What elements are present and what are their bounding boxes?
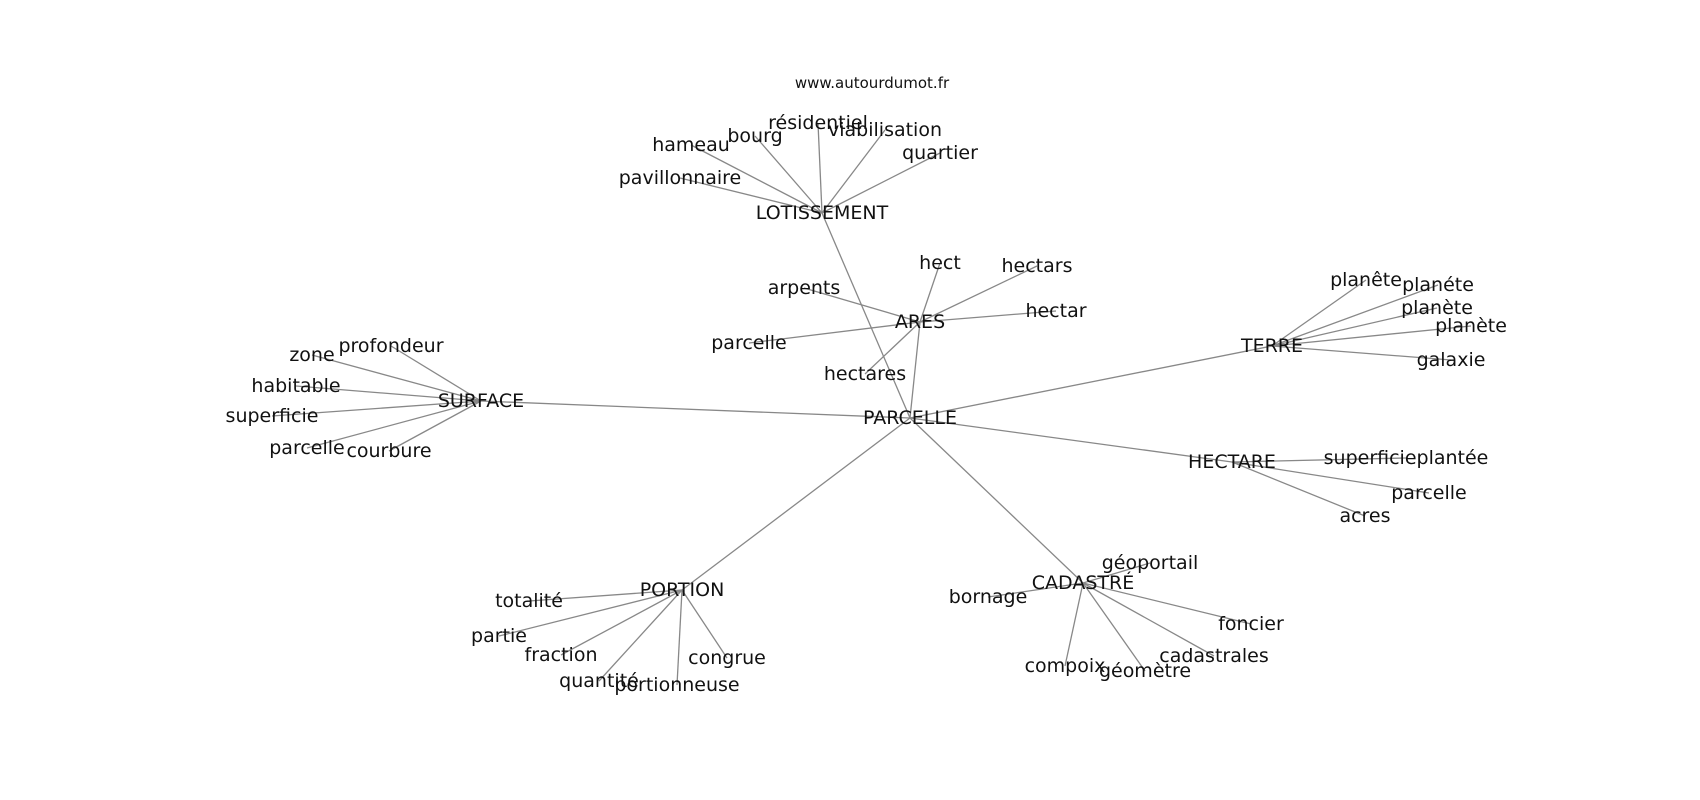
leaf-node-portion-5: congrue [688,647,766,669]
edge-terre-leaf-3 [1271,325,1472,347]
leaf-node-terre-2: planète [1401,297,1473,319]
leaf-node-portion-2: fraction [525,644,598,666]
edge-ares-leaf-4 [748,321,921,344]
edge-lotissement-leaf-1 [821,129,886,214]
hub-node-cadastre: CADASTRÉ [1032,571,1134,594]
leaf-node-terre-1: planéte [1402,274,1474,296]
edge-ares-leaf-1 [919,265,1038,323]
edge-hectare-leaf-0 [1231,457,1407,463]
edge-ares-leaf-0 [919,262,941,323]
edge-surface-leaf-1 [311,354,482,402]
edge-ares-leaf-3 [919,310,1057,323]
edge-portion-leaf-0 [528,589,683,602]
edge-cadastre-leaf-2 [1082,582,1252,625]
leaf-node-surface-0: profondeur [338,335,443,357]
edge-portion-leaf-3 [598,589,683,682]
leaf-node-lotissement-5: pavillonnaire [619,167,742,189]
edge-root-terre [909,345,1273,419]
edge-portion-leaf-4 [676,589,683,686]
leaf-node-lotissement-1: viabilisation [828,119,942,141]
edge-terre-leaf-0 [1271,279,1367,347]
leaf-node-lotissement-2: bourg [727,125,782,147]
leaf-node-portion-3: quantité [559,670,639,692]
source-url: www.autourdumot.fr [795,74,950,92]
leaf-node-lotissement-3: hameau [652,134,730,156]
edge-surface-leaf-2 [295,385,482,402]
leaf-node-hectare-0: superficieplantée [1324,447,1489,469]
edge-ares-leaf-5 [864,321,921,375]
edge-root-hectare [909,417,1233,463]
labels-layer: PARCELLE LOTISSEMENT résidentielviabilisat… [226,112,1507,696]
edge-hectare-leaf-2 [1231,461,1366,517]
leaf-node-cadastre-2: foncier [1218,613,1284,635]
edge-lotissement-leaf-4 [821,152,941,214]
leaf-node-cadastre-4: compoix [1025,655,1106,677]
edge-terre-leaf-1 [1271,284,1439,347]
leaf-node-lotissement-0: résidentiel [768,112,868,134]
leaf-node-cadastre-1: bornage [949,586,1028,608]
leaf-node-surface-1: zone [289,344,334,366]
leaf-node-ares-0: hect [919,252,961,274]
edge-terre-leaf-4 [1271,345,1452,361]
edge-root-surface [480,400,911,419]
leaf-node-surface-2: habitable [251,375,340,397]
edge-hectare-leaf-1 [1231,461,1430,494]
leaf-node-portion-0: totalité [495,590,563,612]
edge-portion-leaf-5 [681,589,728,659]
edge-surface-leaf-0 [390,345,482,402]
leaf-node-hectare-1: parcelle [1391,482,1466,504]
hub-node-lotissement: LOTISSEMENT [756,202,889,224]
leaf-node-ares-3: hectar [1025,300,1086,322]
hub-node-portion: PORTION [640,579,725,601]
hub-node-surface: SURFACE [438,390,524,412]
edge-root-lotissement [821,212,911,419]
leaf-node-ares-5: hectares [824,363,906,385]
edge-portion-leaf-2 [560,589,683,656]
edge-lotissement-leaf-3 [690,144,823,214]
leaf-node-lotissement-4: quartier [902,142,978,164]
edge-root-cadastre [909,417,1084,584]
edge-cadastre-leaf-0 [1082,562,1151,584]
edge-cadastre-leaf-4 [1064,582,1084,667]
edge-portion-leaf-1 [498,589,683,637]
hub-node-hectare: HECTARE [1188,451,1276,473]
leaf-node-ares-1: hectars [1002,255,1073,277]
leaf-node-terre-3: planète [1435,315,1507,337]
edge-root-portion [681,417,911,591]
hub-node-terre: TERRE [1240,335,1303,357]
edge-surface-leaf-5 [388,400,482,452]
leaf-node-hectare-2: acres [1339,505,1390,527]
edge-cadastre-leaf-1 [987,582,1084,598]
edge-cadastre-leaf-3 [1082,582,1215,657]
edge-lotissement-leaf-2 [754,135,823,214]
edge-lotissement-leaf-5 [679,177,823,214]
leaf-node-cadastre-0: géoportail [1102,552,1199,574]
edge-ares-leaf-2 [803,287,921,323]
leaf-node-ares-2: arpents [768,277,841,299]
edges-layer [271,122,1472,686]
edge-root-ares [909,321,921,419]
leaf-node-ares-4: parcelle [711,332,786,354]
leaf-node-cadastre-5: géomètre [1099,660,1191,682]
edge-lotissement-leaf-0 [817,122,823,214]
edge-cadastre-leaf-5 [1082,582,1146,672]
root-node: PARCELLE [863,407,957,429]
edge-terre-leaf-2 [1271,307,1438,347]
leaf-node-terre-4: galaxie [1417,349,1486,371]
leaf-node-surface-3: superficie [226,405,319,427]
leaf-node-portion-4: portionneuse [614,674,739,696]
hub-node-ares: ARES [895,311,945,333]
leaf-node-surface-4: parcelle [269,437,344,459]
leaf-node-terre-0: planête [1330,269,1402,291]
edge-surface-leaf-3 [271,400,482,417]
edge-surface-leaf-4 [306,400,482,449]
leaf-node-surface-5: courbure [346,440,431,462]
leaf-node-cadastre-3: cadastrales [1159,645,1268,667]
leaf-node-portion-1: partie [471,625,527,647]
